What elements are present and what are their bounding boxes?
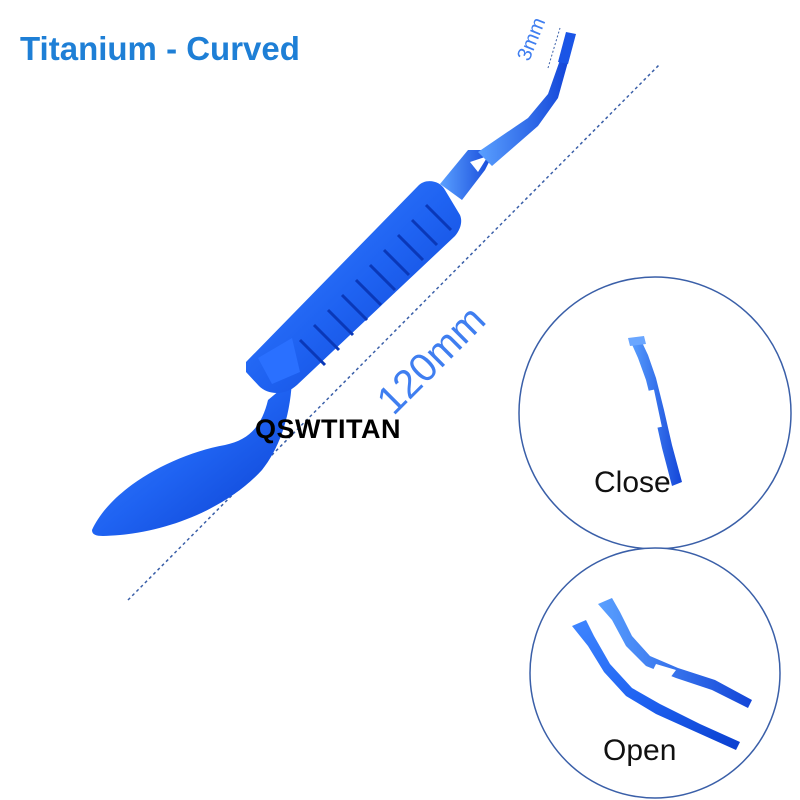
close-forceps-detail bbox=[628, 336, 682, 486]
open-forceps-detail bbox=[572, 598, 752, 750]
product-title: Titanium - Curved bbox=[20, 30, 300, 67]
brand-name: QSWTITAN bbox=[255, 414, 401, 444]
neck-slot bbox=[470, 156, 488, 172]
forceps-grip bbox=[246, 181, 462, 393]
open-inset-label: Open bbox=[603, 734, 677, 767]
grip-plate bbox=[258, 338, 300, 384]
forceps-paddle bbox=[92, 380, 292, 536]
grip-serrations bbox=[298, 203, 453, 367]
forceps-shaft bbox=[478, 60, 568, 166]
forceps-tip bbox=[558, 32, 576, 64]
tip-dimension-line bbox=[547, 27, 561, 69]
close-inset-label: Close bbox=[594, 466, 671, 499]
forceps bbox=[92, 32, 576, 536]
